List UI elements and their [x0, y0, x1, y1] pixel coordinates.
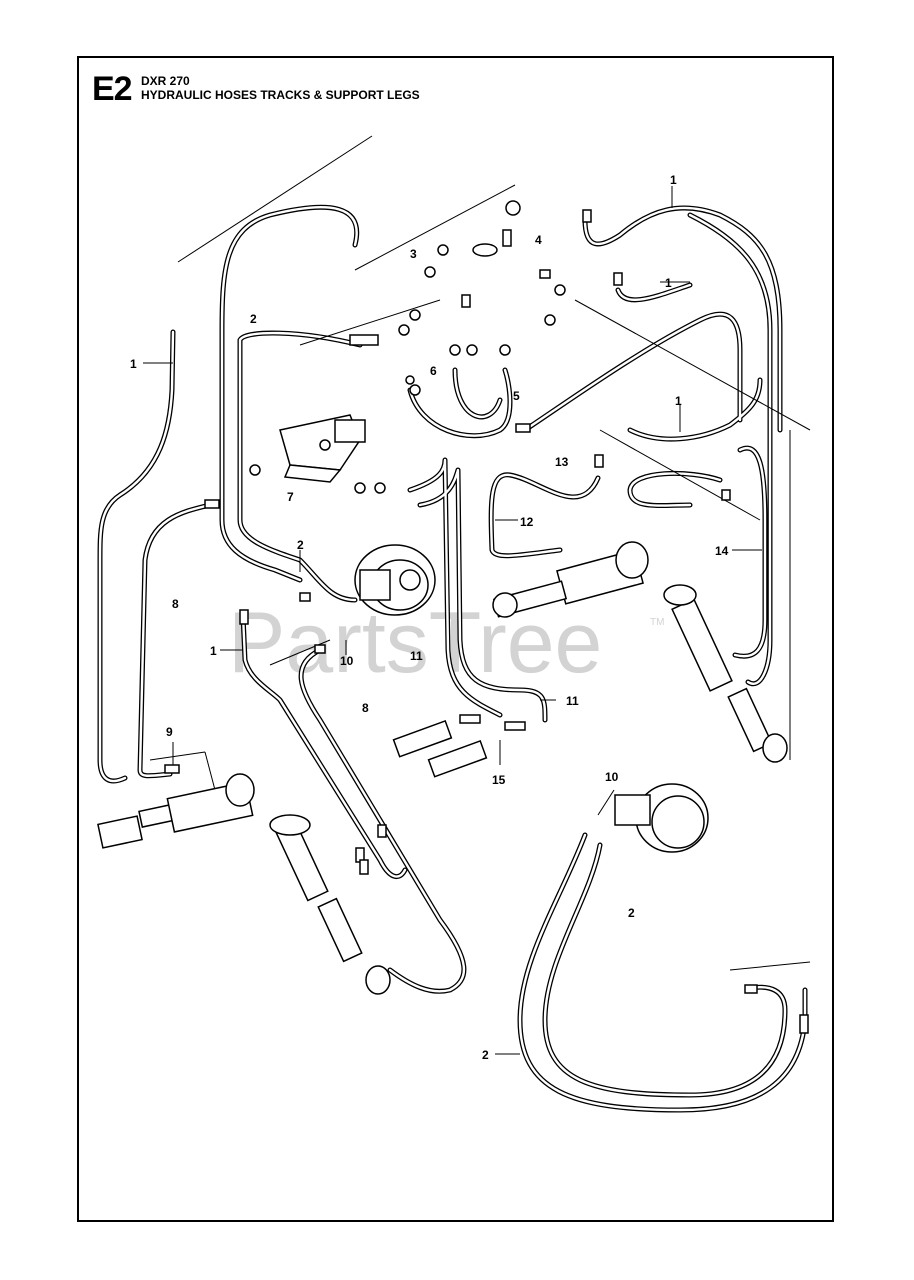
callout-8-left: 8: [172, 597, 179, 611]
cylinder-right: [663, 584, 788, 763]
callout-9: 9: [166, 725, 173, 739]
diagram-frame: [77, 56, 834, 1222]
model-name: DXR 270: [141, 74, 190, 88]
hose-8-left: [137, 502, 213, 779]
hose-layer: [97, 204, 808, 1113]
callout-2-motor: 2: [628, 906, 635, 920]
track-motor-upper: [354, 544, 436, 616]
fitting-hose-end: [349, 334, 379, 346]
fitting-4-cap: [505, 200, 521, 216]
callout-13: 13: [555, 455, 569, 469]
callout-labels: 1 1 1 1 1 2 2 2 2 3 4 5 6 7 8 8 9 10 10 …: [130, 173, 729, 1062]
callout-1-top: 1: [670, 173, 677, 187]
hose-left-long: [97, 329, 176, 784]
callout-11-right: 11: [566, 694, 579, 708]
callout-6: 6: [430, 364, 437, 378]
hose-6: [452, 367, 503, 420]
callout-2-mid: 2: [297, 538, 304, 552]
callout-10-upper: 10: [340, 654, 354, 668]
hose-12: [488, 472, 601, 559]
hose-right-frame: [687, 212, 773, 687]
watermark-trademark: TM: [650, 617, 664, 628]
fittings: [164, 200, 809, 1034]
reference-lines: [149, 135, 811, 971]
diagram-title: HYDRAULIC HOSES TRACKS & SUPPORT LEGS: [141, 88, 420, 102]
valve-block: [279, 414, 366, 483]
hose-2-bottom-inner: [542, 842, 788, 1098]
callout-11-left: 11: [410, 649, 423, 663]
cylinder-left-bottom: [97, 773, 255, 849]
callout-8-lower: 8: [362, 701, 369, 715]
callout-7: 7: [287, 490, 294, 504]
callout-12: 12: [520, 515, 534, 529]
fitting-4-body: [502, 229, 512, 247]
cylinder-center-bottom: [269, 814, 391, 995]
leader-lines: [143, 186, 762, 1055]
cylinder-center-right: [492, 541, 649, 618]
callout-2-upper: 2: [250, 312, 257, 326]
callout-4: 4: [535, 233, 542, 247]
callout-10-lower: 10: [605, 770, 619, 784]
track-motor-lower: [614, 783, 709, 853]
callout-5: 5: [513, 389, 520, 403]
callout-14: 14: [715, 544, 729, 558]
callout-1-lower: 1: [210, 644, 217, 658]
hose-end-fittings-15: [392, 720, 488, 778]
callout-3: 3: [410, 247, 417, 261]
callout-1-mid: 1: [665, 276, 672, 290]
fitting-4-ring: [472, 243, 498, 257]
callout-1-right: 1: [675, 394, 682, 408]
callout-15: 15: [492, 773, 506, 787]
callout-1-left: 1: [130, 357, 137, 371]
hose-14: [732, 445, 768, 659]
hose-8-lower: [298, 647, 467, 994]
callout-2-bottom: 2: [482, 1048, 489, 1062]
section-code: E2: [92, 70, 133, 108]
support-leg-cylinders: [97, 541, 788, 995]
